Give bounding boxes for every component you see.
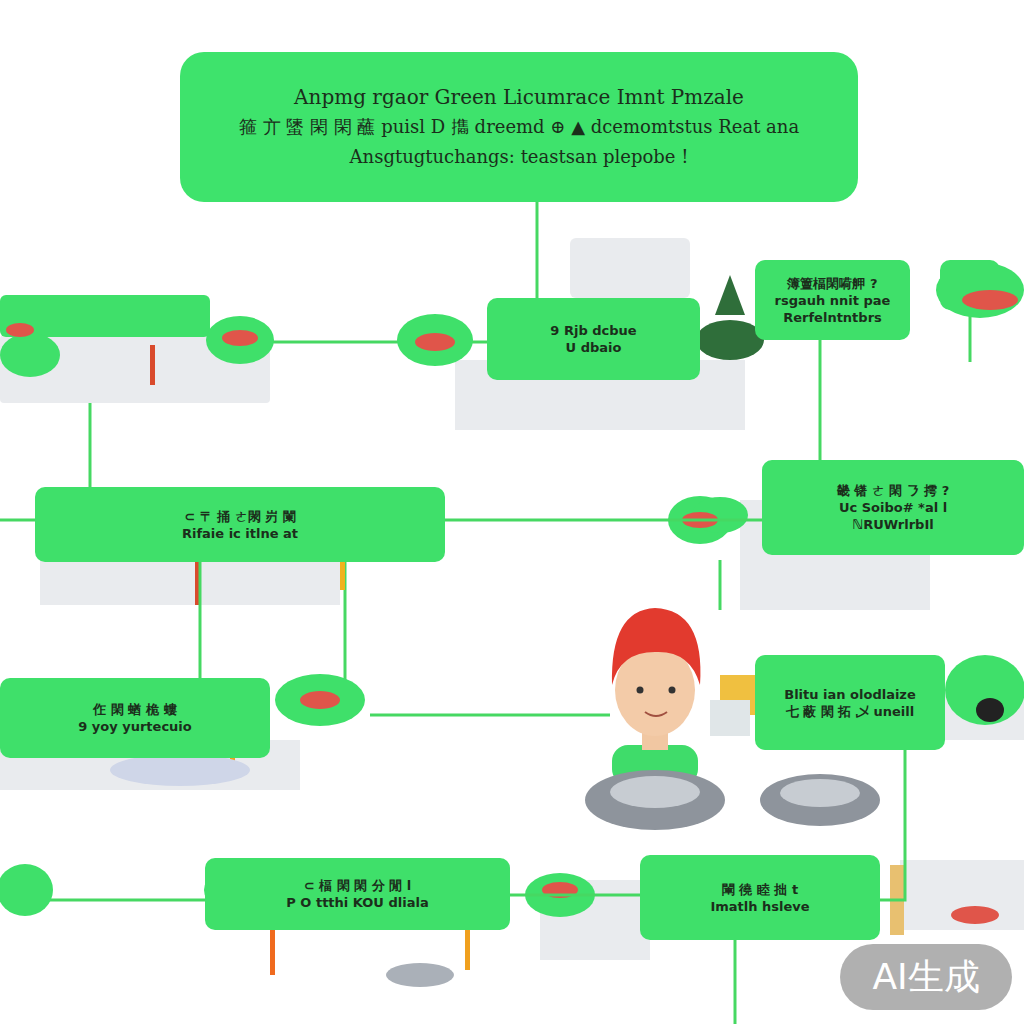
connector-line: [880, 750, 905, 900]
decor-lines: [0, 300, 970, 1024]
gray-blocks: [0, 238, 1024, 960]
process-box: 簿䉡楅閑嗬舺 ?rsgauh nnit paeRerfelntntbrs: [755, 260, 910, 340]
box-heading: 畿 䦃 ㄜ 閑 ㇋ 摴 ?: [837, 482, 950, 499]
box-text: 七 蔽 閑 拓 乄 uneill: [786, 703, 914, 720]
watermark: AI生成: [840, 944, 1012, 1010]
box-heading: Anpmg rgaor Green Licumrace Imnt Pmzale: [294, 82, 744, 112]
box-text: Rifaie ic itlne at: [182, 525, 298, 542]
connector: [537, 202, 538, 298]
process-box: 閳 徺 睦 拙 tImatlh hsleve: [640, 855, 880, 940]
meat-blobs: [6, 290, 1018, 924]
box-text: 箍 亣 螴 閑 閑 蘸 puisl D 㩦 dreemd ⊕ ▲ dcemomt…: [188, 112, 850, 172]
title-box: Anpmg rgaor Green Licumrace Imnt Pmzale箍…: [180, 52, 858, 202]
box-text: Rerfelntntbrs: [783, 309, 882, 326]
connector-line: [445, 519, 762, 522]
box-heading: 9 Rjb dcbue: [550, 322, 636, 339]
process-box: ⊂ 楅 閑 閑 分 閒 lP O ttthi KOU dliala: [205, 858, 510, 930]
connector-line: [199, 562, 202, 678]
box-text: Uc Soibo# *al l: [839, 499, 947, 516]
process-box: ⊂ 〒 捅 ㄜ閖 岃 闌Rifaie ic itlne at: [35, 487, 445, 562]
car-shapes: [585, 770, 880, 830]
box-heading: 㑅 閑 蝤 桅 螻: [93, 701, 176, 718]
process-box: 畿 䦃 ㄜ 閑 ㇋ 摴 ?Uc Soibo# *al lℕRUWrlrbIl: [762, 460, 1024, 555]
box-text: 9 yoy yurtecuio: [78, 718, 192, 735]
connector: [200, 562, 201, 678]
gadgets: [110, 275, 1004, 987]
box-heading: Blitu ian olodlaize: [784, 686, 916, 703]
box-heading: ⊂ 楅 閑 閑 分 閒 l: [304, 877, 412, 894]
process-box: Blitu ian olodlaize七 蔽 閑 拓 乄 uneill: [755, 655, 945, 750]
person-figure: [612, 608, 701, 785]
process-box: 9 Rjb dcbueU dbaio: [487, 298, 700, 380]
connector: [880, 750, 905, 900]
connector-line: [510, 894, 640, 897]
connector: [445, 520, 762, 521]
connector-line: [819, 340, 822, 460]
box-heading: ⊂ 〒 捅 ㄜ閖 岃 闌: [184, 508, 296, 525]
box-text: Imatlh hsleve: [710, 898, 809, 915]
connector-line: [536, 202, 539, 298]
process-box: 㑅 閑 蝤 桅 螻9 yoy yurtecuio: [0, 678, 270, 758]
box-text: P O ttthi KOU dliala: [286, 894, 428, 911]
box-text: rsgauh nnit pae: [775, 292, 891, 309]
box-heading: 閳 徺 睦 拙 t: [722, 881, 798, 898]
connector: [820, 340, 821, 460]
box-text: U dbaio: [566, 339, 622, 356]
green-blobs: [0, 260, 1024, 917]
connector: [510, 895, 640, 896]
box-text: ℕRUWrlrbIl: [852, 516, 933, 533]
box-heading: 簿䉡楅閑嗬舺 ?: [787, 275, 877, 292]
